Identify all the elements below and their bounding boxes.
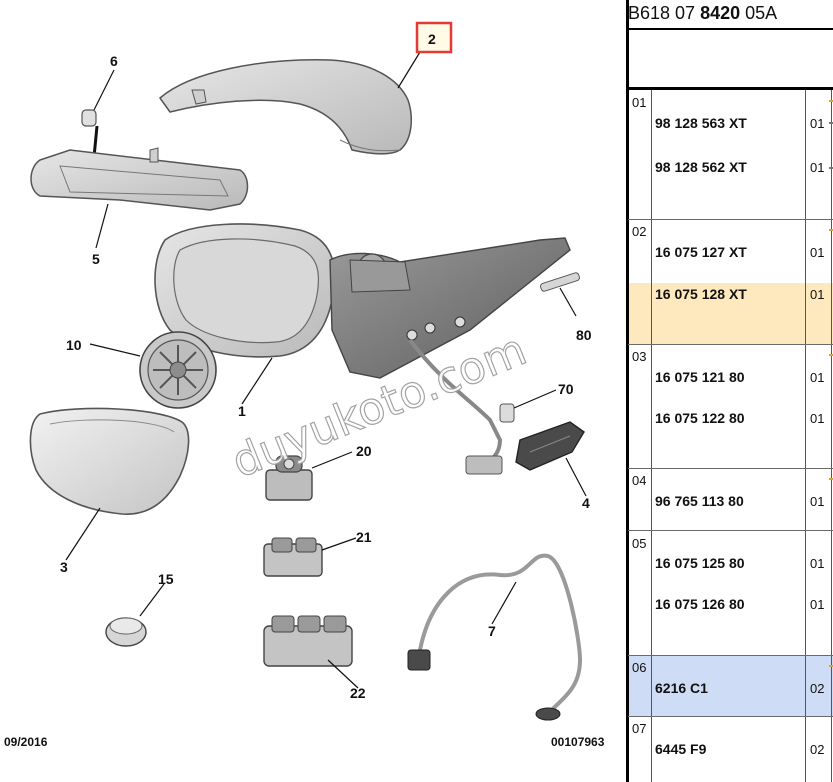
part-mirror-cover[interactable]	[158, 59, 413, 155]
callout-80[interactable]: 80	[576, 327, 592, 343]
callout-6[interactable]: 6	[110, 53, 118, 69]
truncated-column-mark	[829, 665, 833, 667]
part-switch-large[interactable]	[263, 615, 353, 667]
part-qty: 01	[810, 494, 825, 509]
part-ref[interactable]: 6445 F9	[655, 741, 707, 757]
truncated-column-mark	[829, 229, 833, 231]
table-row-separator	[628, 219, 833, 220]
callout-4[interactable]: 4	[582, 495, 590, 511]
table-header-bottom	[626, 87, 833, 90]
part-ref[interactable]: 98 128 562 XT	[655, 159, 747, 175]
part-adjust-switch[interactable]	[265, 455, 313, 501]
part-mirror-housing[interactable]	[154, 223, 571, 379]
part-qty: 02	[810, 681, 825, 696]
part-qty: 01	[810, 597, 825, 612]
row-pos: 01	[632, 95, 647, 110]
footer-date: 09/2016	[4, 735, 48, 749]
document-reference: B618 07 8420 05A	[628, 3, 777, 24]
table-row-separator	[628, 468, 833, 469]
part-cap[interactable]	[105, 617, 147, 647]
truncated-column-mark	[829, 100, 833, 102]
callout-5[interactable]: 5	[92, 251, 100, 267]
part-ref[interactable]: 96 765 113 80	[655, 493, 744, 509]
table-header-top	[626, 28, 833, 30]
part-qty: 02	[810, 742, 825, 757]
truncated-column-mark	[829, 354, 833, 356]
callout-15[interactable]: 15	[158, 571, 174, 587]
exploded-mirror-diagram: 2 6 5 10 1 80 70 4 20 3 21 15 7 22 duyuk…	[4, 21, 605, 749]
part-qty: 01	[810, 116, 825, 131]
row-pos: 06	[632, 660, 647, 675]
callout-70[interactable]: 70	[558, 381, 574, 397]
part-ref[interactable]: 16 075 127 XT	[655, 244, 747, 260]
part-switch-small[interactable]	[263, 537, 323, 577]
row-pos: 07	[632, 721, 647, 736]
part-clip[interactable]	[540, 272, 581, 292]
table-row-separator	[628, 716, 833, 717]
part-ref[interactable]: 16 075 122 80	[655, 410, 745, 426]
part-actuator-motor[interactable]	[139, 331, 217, 409]
callout-2[interactable]: 2	[428, 31, 436, 47]
row-pos: 02	[632, 224, 647, 239]
callout-22[interactable]: 22	[350, 685, 366, 701]
table-row-separator	[628, 655, 833, 656]
part-ref[interactable]: 16 075 121 80	[655, 369, 745, 385]
part-mirror-glass[interactable]	[29, 407, 190, 515]
table-row-separator	[628, 530, 833, 531]
footer-code: 00107963	[551, 735, 605, 749]
truncated-column-mark	[829, 478, 833, 480]
callout-3[interactable]: 3	[60, 559, 68, 575]
truncated-column-mark	[829, 122, 833, 124]
part-connector-block[interactable]	[515, 421, 585, 471]
part-wiring-connector[interactable]	[408, 338, 515, 475]
table-col-divider-1	[651, 90, 652, 782]
part-qty: 01	[810, 160, 825, 175]
table-row-highlight[interactable]	[628, 283, 833, 344]
part-qty: 01	[810, 556, 825, 571]
part-qty: 01	[810, 287, 825, 302]
table-left-border	[626, 0, 629, 782]
part-qty: 01	[810, 245, 825, 260]
leader-lines	[65, 51, 587, 689]
part-cable[interactable]	[407, 553, 583, 721]
part-ref[interactable]: 16 075 128 XT	[655, 286, 747, 302]
row-pos: 03	[632, 349, 647, 364]
part-ref[interactable]: 98 128 563 XT	[655, 115, 747, 131]
part-qty: 01	[810, 411, 825, 426]
part-ref[interactable]: 16 075 125 80	[655, 555, 745, 571]
callout-1[interactable]: 1	[238, 403, 246, 419]
table-row-separator	[628, 344, 833, 345]
row-pos: 05	[632, 536, 647, 551]
part-qty: 01	[810, 370, 825, 385]
callout-10[interactable]: 10	[66, 337, 82, 353]
part-ref[interactable]: 6216 C1	[655, 680, 708, 696]
part-indicator-lamp[interactable]	[30, 147, 249, 211]
table-col-divider-3	[831, 90, 832, 782]
doc-ref-prefix: B618 07	[628, 3, 701, 23]
table-row-selected[interactable]	[628, 656, 833, 716]
table-col-divider-2	[805, 90, 806, 782]
callout-2-highlight-box	[415, 21, 453, 54]
callout-21[interactable]: 21	[356, 529, 372, 545]
doc-ref-suffix: 05A	[740, 3, 778, 23]
truncated-column-mark	[829, 167, 833, 169]
callout-7[interactable]: 7	[488, 623, 496, 639]
callout-20[interactable]: 20	[356, 443, 372, 459]
part-ref[interactable]: 16 075 126 80	[655, 596, 745, 612]
row-pos: 04	[632, 473, 647, 488]
doc-ref-bold: 8420	[700, 3, 741, 23]
